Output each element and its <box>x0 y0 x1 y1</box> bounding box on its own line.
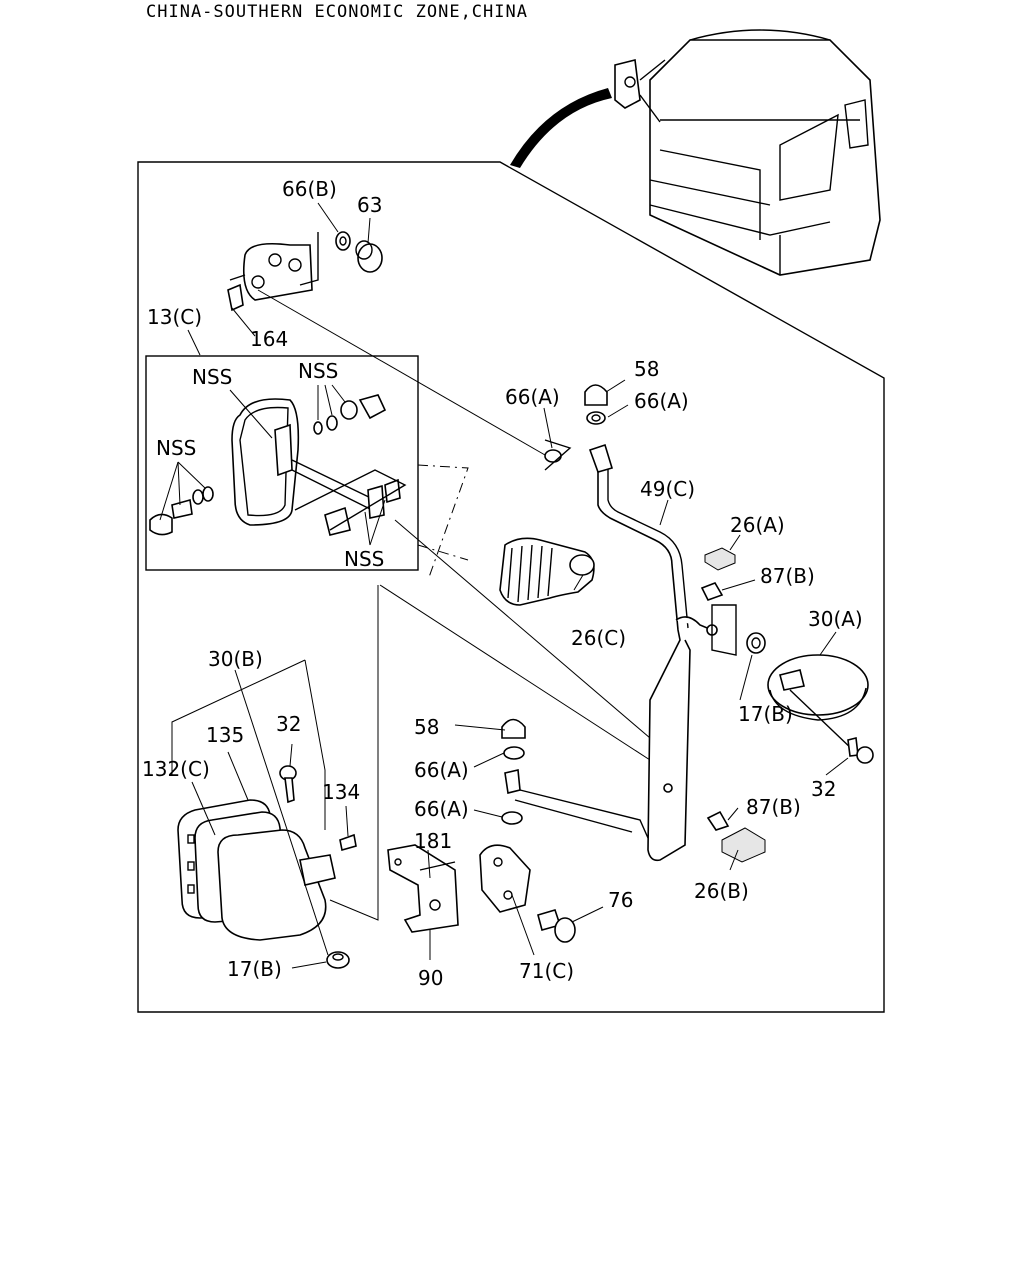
label-32-left: 32 <box>276 712 301 736</box>
washer-66a-lower2 <box>501 811 523 825</box>
label-134: 134 <box>322 780 360 804</box>
mirror-stay-49c <box>514 443 718 862</box>
nss-inset-box <box>145 355 419 571</box>
clip-87b-top <box>700 582 724 601</box>
leader-lines <box>159 202 849 969</box>
label-181: 181 <box>414 829 452 853</box>
lamp-assembly-30b <box>177 799 336 941</box>
washer-66a-mid <box>544 439 572 471</box>
label-132c: 132(C) <box>142 757 210 781</box>
screw-32-right <box>847 737 874 764</box>
label-13c: 13(C) <box>147 305 202 329</box>
bracket-181-90 <box>387 844 459 933</box>
bracket-71c <box>479 844 531 913</box>
label-nss-nuts: NSS <box>298 359 338 383</box>
side-mirror-nss <box>231 398 376 526</box>
cap-nut-58-top <box>584 384 608 406</box>
label-32-right: 32 <box>811 777 836 801</box>
label-nss-mirror: NSS <box>192 365 232 389</box>
rubber-boot-26c <box>499 537 595 606</box>
diagram-frame <box>137 161 885 1013</box>
label-30a: 30(A) <box>808 607 863 631</box>
cap-nut-63 <box>355 240 383 273</box>
label-58-top: 58 <box>634 357 659 381</box>
label-30b: 30(B) <box>208 647 263 671</box>
label-135: 135 <box>206 723 244 747</box>
diagram-header: CHINA-SOUTHERN ECONOMIC ZONE,CHINA <box>146 2 528 22</box>
label-26b: 26(B) <box>694 879 749 903</box>
label-87b-top: 87(B) <box>760 564 815 588</box>
label-66a-left: 66(A) <box>505 385 560 409</box>
label-87b-bottom: 87(B) <box>746 795 801 819</box>
label-26c: 26(C) <box>571 626 626 650</box>
label-26a: 26(A) <box>730 513 785 537</box>
nut-17b-left <box>326 951 350 969</box>
nss-nut-set-top <box>313 394 387 435</box>
bolt-76 <box>537 909 576 943</box>
label-49c: 49(C) <box>640 477 695 501</box>
label-63: 63 <box>357 193 382 217</box>
truck-cab-illustration <box>614 29 881 276</box>
washer-66b <box>335 231 351 251</box>
washer-66a-top <box>586 411 606 425</box>
cover-26b <box>721 827 766 863</box>
nut-17b-right <box>746 632 766 654</box>
label-66a-lower2: 66(A) <box>414 797 469 821</box>
label-164: 164 <box>250 327 288 351</box>
label-66a-lower1: 66(A) <box>414 758 469 782</box>
label-66b: 66(B) <box>282 177 337 201</box>
callout-arrow <box>510 88 612 168</box>
label-66a-right: 66(A) <box>634 389 689 413</box>
label-58-bottom: 58 <box>414 715 439 739</box>
nss-bolt-set-left <box>149 486 214 536</box>
label-90: 90 <box>418 966 443 990</box>
washer-66a-lower1 <box>503 746 525 760</box>
screw-32-left <box>279 765 297 804</box>
cap-nut-58-bottom <box>501 718 526 739</box>
label-76: 76 <box>608 888 633 912</box>
label-17b-left: 17(B) <box>227 957 282 981</box>
round-mirror-30a <box>711 604 869 753</box>
mirror-bracket-164 <box>227 232 319 312</box>
clip-87b-bottom <box>706 810 730 831</box>
label-nss-bolts: NSS <box>156 436 196 460</box>
label-nss-clamps: NSS <box>344 547 384 571</box>
clip-134 <box>339 833 357 852</box>
label-17b-right: 17(B) <box>738 702 793 726</box>
label-71c: 71(C) <box>519 959 574 983</box>
cover-26a <box>704 547 736 571</box>
nss-clamp-set-bottom <box>294 469 407 536</box>
